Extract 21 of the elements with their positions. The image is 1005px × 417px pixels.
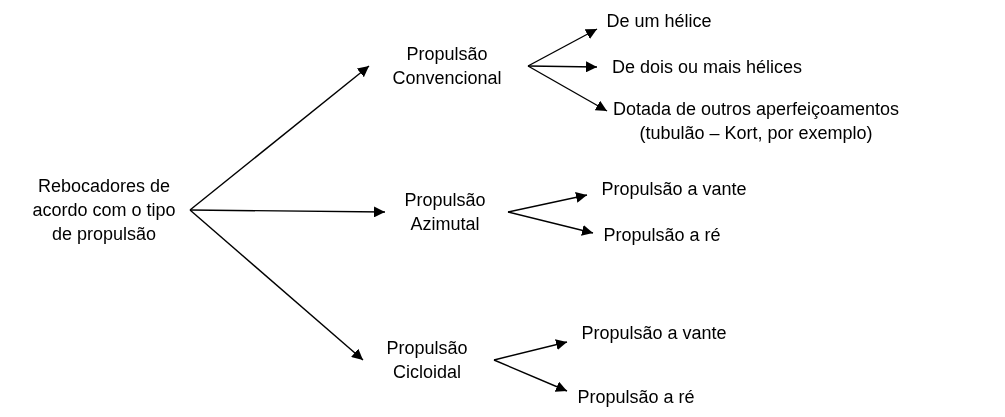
node-label: Propulsão a ré — [603, 224, 721, 247]
node-label: Propulsão a ré — [577, 386, 695, 409]
arrow — [527, 65, 608, 112]
node-label: De dois ou mais hélices — [611, 56, 803, 79]
arrow — [189, 65, 370, 211]
arrow — [527, 61, 598, 73]
arrow — [493, 359, 568, 392]
node-label: Propulsão Cicloidal — [385, 337, 469, 384]
node-label: Propulsão Azimutal — [403, 189, 487, 236]
node-label: Propulsão Convencional — [391, 43, 503, 90]
arrow — [507, 211, 594, 236]
arrow — [507, 191, 588, 213]
node-label: De um hélice — [606, 10, 712, 33]
arrow — [493, 339, 568, 361]
node-label: Dotada de outros aperfeiçoamentos (tubulão – Kort, por exemplo) — [611, 98, 901, 145]
node-label: Rebocadores de acordo com o tipo de propulsão — [31, 175, 177, 246]
node-label: Propulsão a vante — [581, 322, 727, 345]
arrow — [189, 209, 364, 361]
arrow — [527, 28, 598, 67]
node-label: Propulsão a vante — [601, 178, 747, 201]
arrow — [189, 206, 386, 218]
